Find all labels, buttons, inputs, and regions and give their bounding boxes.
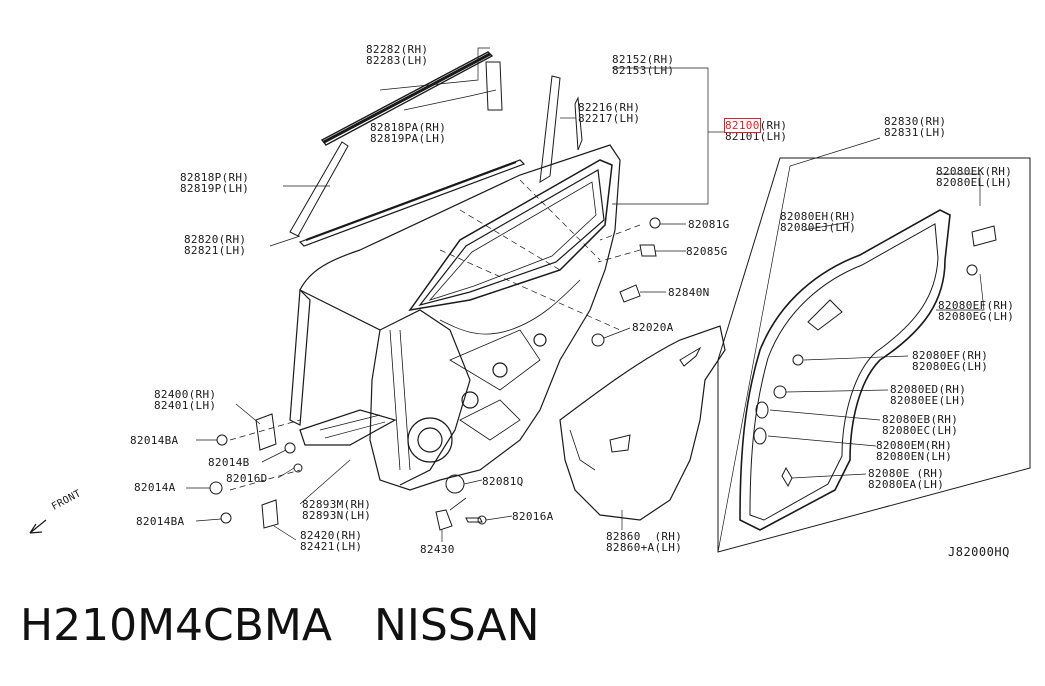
- pillar-pad: [485, 61, 503, 111]
- clip-82081g: [649, 217, 661, 229]
- label-82014b: 82014B: [208, 456, 250, 469]
- brand-name: NISSAN: [373, 600, 540, 651]
- label-82080ed: 82080ED(RH)82080EE(LH): [890, 383, 967, 407]
- label-82282: 82282(RH)82283(LH): [366, 43, 429, 67]
- diagram-reference-code: J82000HQ: [948, 545, 1010, 559]
- label-82080eh: 82080EH(RH)82080EJ(LH): [780, 210, 857, 234]
- label-82014a: 82014A: [134, 481, 176, 494]
- label-82152: 82152(RH)82153(LH): [612, 53, 675, 77]
- door-shell: [289, 144, 621, 491]
- plug-82081q: [445, 474, 465, 494]
- weatherstrip-box: [717, 157, 1031, 553]
- label-82014ba-2: 82014BA: [136, 515, 185, 528]
- part-code: H210M4CBMA: [20, 600, 332, 651]
- label-82893m: 82893M(RH)82893N(LH): [302, 498, 372, 522]
- label-82100: 82100(RH)82101(LH): [724, 118, 788, 143]
- label-82818p: 82818P(RH)82819P(LH): [180, 171, 250, 195]
- label-82080e: 82080E (RH)82080EA(LH): [868, 467, 945, 491]
- label-82085g: 82085G: [686, 245, 728, 258]
- label-82818pa: 82818PA(RH)82819PA(LH): [370, 121, 447, 145]
- plug-82840n: [619, 284, 641, 303]
- roof-moulding-strip: [320, 51, 494, 146]
- front-arrow: [29, 519, 47, 534]
- door-weatherstrip: [739, 209, 951, 531]
- sash-channel: [539, 75, 561, 183]
- label-82420: 82420(RH)82421(LH): [300, 529, 363, 553]
- label-82081g: 82081G: [688, 218, 730, 231]
- hinge-upper: [255, 413, 277, 451]
- pillar-garnish: [289, 141, 349, 237]
- guide-lines: [229, 179, 641, 491]
- label-82081q: 82081Q: [482, 475, 524, 488]
- label-82020a: 82020A: [632, 321, 674, 334]
- label-82216: 82216(RH)82217(LH): [578, 101, 641, 125]
- label-82430: 82430: [420, 543, 455, 556]
- label-82840n: 82840N: [668, 286, 710, 299]
- hinge-lower: [261, 499, 279, 529]
- label-82080em: 82080EM(RH)82080EN(LH): [876, 439, 953, 463]
- label-82016d: 82016D: [226, 472, 268, 485]
- bolt-82020a: [591, 333, 605, 347]
- label-82830: 82830(RH)82831(LH): [884, 115, 947, 139]
- label-82016a: 82016A: [512, 510, 554, 523]
- leader-lines: [186, 47, 985, 553]
- label-82080ek: 82080EK(RH)82080EL(LH): [936, 165, 1013, 189]
- clip-82085g: [639, 244, 657, 257]
- label-82080ef-1: 82080EF(RH)82080EG(LH): [938, 299, 1015, 323]
- highlighted-part-number: 82100: [724, 118, 761, 133]
- label-82014ba-1: 82014BA: [130, 434, 179, 447]
- door-trim-panel: [559, 325, 726, 521]
- check-link-82430: [435, 509, 453, 531]
- label-82080eb: 82080EB(RH)82080EC(LH): [882, 413, 959, 437]
- label-82860: 82860 (RH)82860+A(LH): [606, 530, 683, 554]
- product-caption: H210M4CBMA NISSAN: [20, 600, 540, 652]
- label-82080ef-2: 82080EF(RH)82080EG(LH): [912, 349, 989, 373]
- label-82820: 82820(RH)82821(LH): [184, 233, 247, 257]
- label-82400: 82400(RH)82401(LH): [154, 388, 217, 412]
